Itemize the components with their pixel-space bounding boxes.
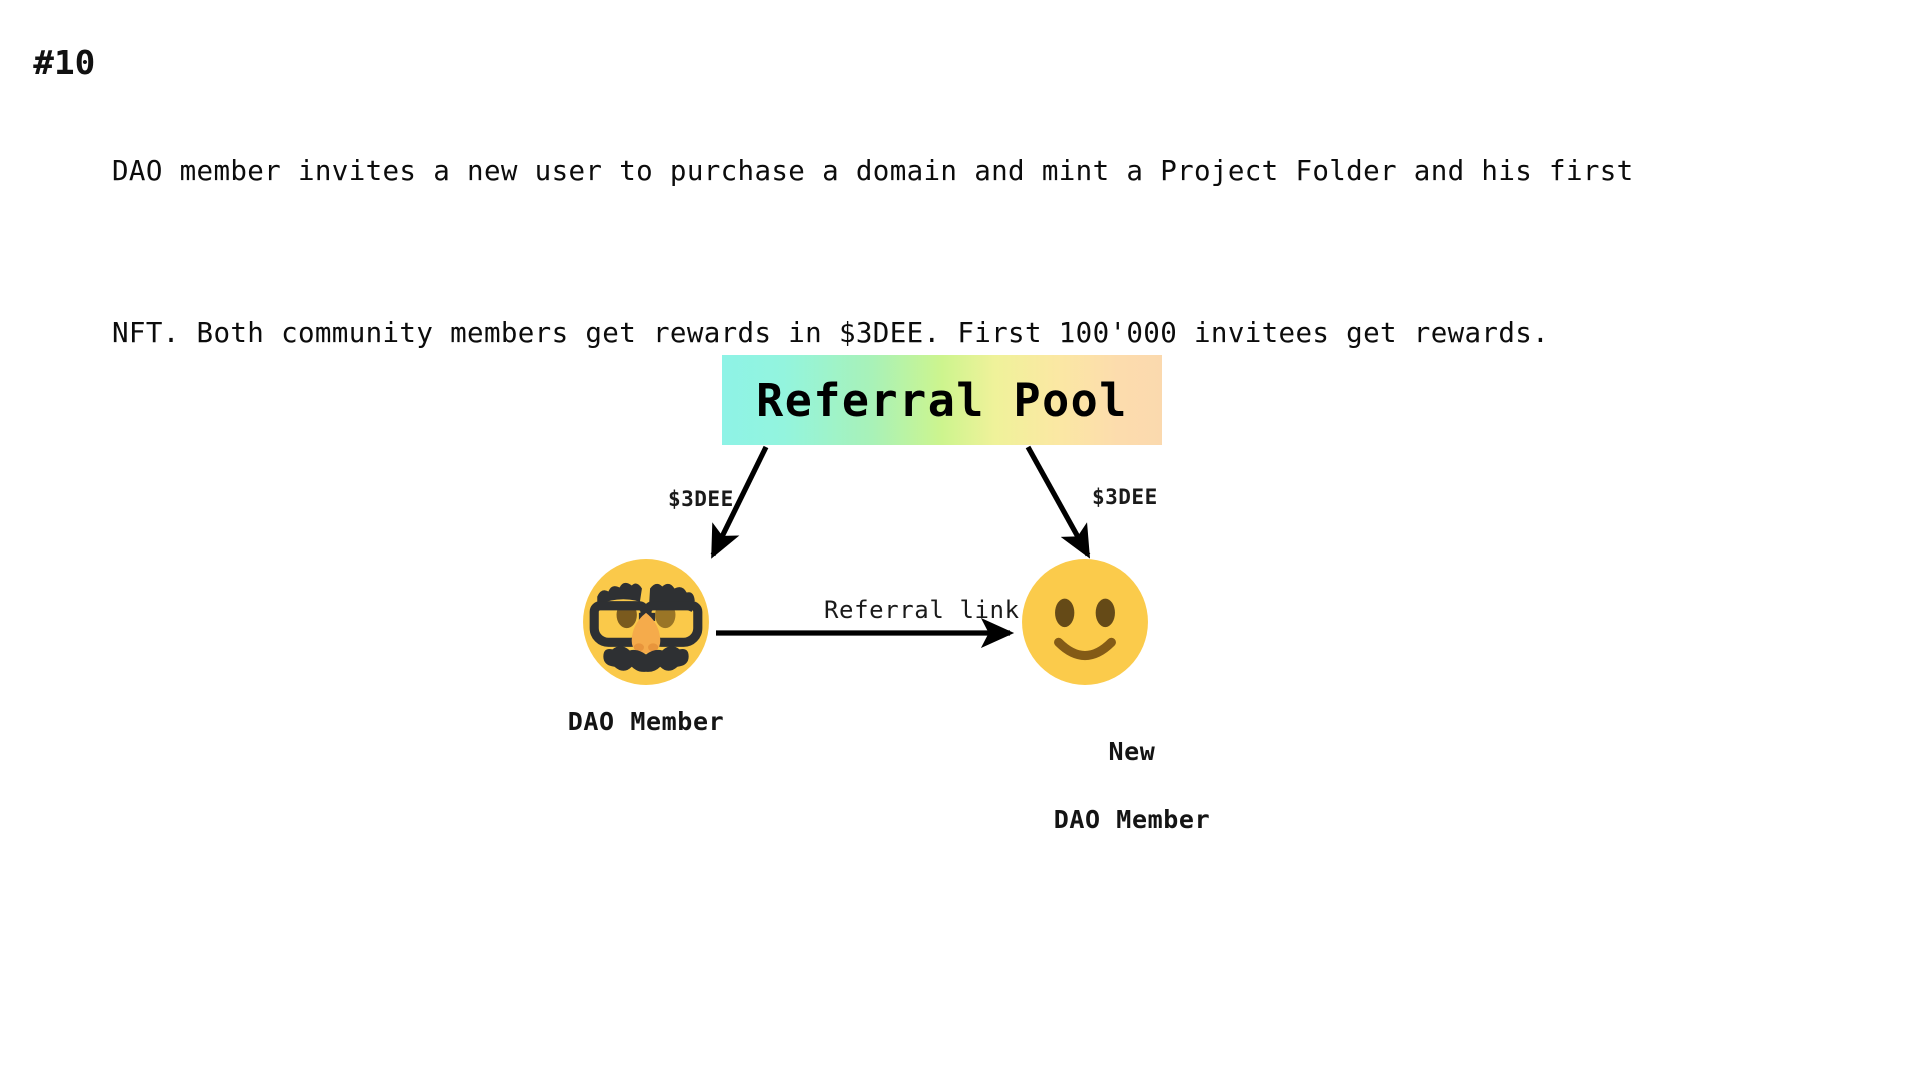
edge-pool-to-new-member [1025, 445, 1091, 559]
caption-text: DAO member invites a new user to purchas… [112, 36, 1920, 468]
disguised-face-icon [583, 559, 709, 685]
caption-number: #10 [33, 43, 96, 82]
actor-new-dao-member-label: New DAO Member [960, 701, 1210, 871]
actor-dao-member[interactable]: DAO Member [568, 557, 724, 739]
referral-pool-banner[interactable]: Referral Pool [722, 355, 1162, 445]
edge-label-pool-to-new-member: $3DEE [1092, 485, 1158, 509]
referral-pool-title: Referral Pool [756, 373, 1128, 427]
caption-line-1: DAO member invites a new user to purchas… [112, 155, 1634, 187]
caption-block: #10 DAO member invites a new user to pur… [0, 0, 1920, 468]
edge-label-referral-link: Referral link [824, 596, 1020, 624]
actor-new-dao-member-label-line1: New [1108, 737, 1156, 766]
actor-new-dao-member[interactable]: New DAO Member [1020, 557, 1210, 871]
slightly-smiling-face-icon [1022, 559, 1148, 685]
actor-dao-member-label: DAO Member [567, 707, 725, 736]
edge-label-pool-to-dao-member: $3DEE [668, 487, 734, 511]
caption-line-2: NFT. Both community members get rewards … [112, 317, 1550, 349]
actor-new-dao-member-label-line2: DAO Member [1053, 805, 1211, 834]
